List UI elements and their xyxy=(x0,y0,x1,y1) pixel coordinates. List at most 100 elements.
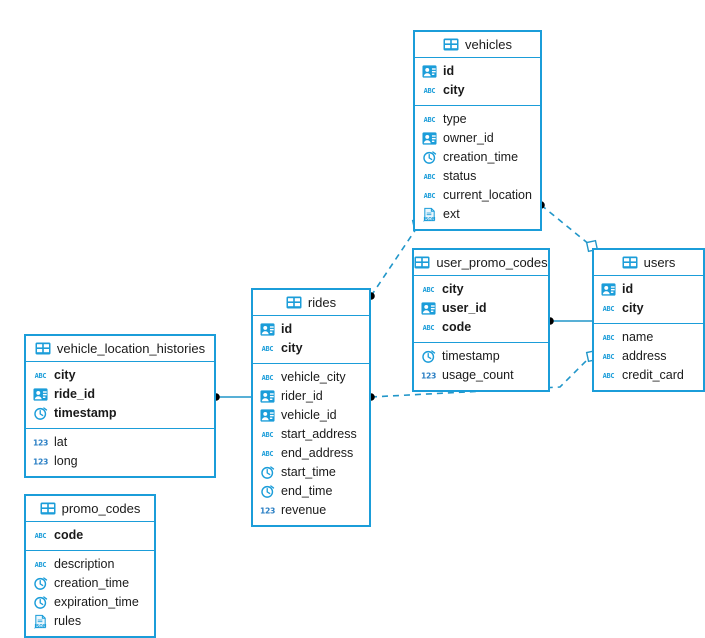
field-row[interactable]: JSON rules xyxy=(26,612,154,631)
table-grid-icon xyxy=(40,502,56,515)
field-row[interactable]: ABC code xyxy=(26,526,154,545)
field-row[interactable]: vehicle_id xyxy=(253,406,369,425)
svg-text:ABC: ABC xyxy=(423,286,435,294)
field-row[interactable]: id xyxy=(594,280,703,299)
entity-title: user_promo_codes xyxy=(436,255,548,270)
entity-header-users[interactable]: users xyxy=(594,250,703,276)
entity-title: promo_codes xyxy=(61,501,141,516)
abc-text-icon: ABC xyxy=(422,188,437,203)
svg-text:ABC: ABC xyxy=(603,353,615,361)
relationship-vehicle_location_histories-rides[interactable] xyxy=(212,393,251,401)
abc-text-icon: ABC xyxy=(422,83,437,98)
abc-text-icon: ABC xyxy=(260,341,275,356)
svg-text:ABC: ABC xyxy=(424,87,436,95)
field-row[interactable]: ABC city xyxy=(415,81,540,100)
abc-text-icon: ABC xyxy=(601,349,616,364)
relationship-line xyxy=(370,225,419,297)
id-card-icon xyxy=(260,322,275,337)
id-card-icon xyxy=(33,387,48,402)
entity-title: rides xyxy=(307,295,337,310)
abc-text-icon: ABC xyxy=(260,427,275,442)
id-card-icon xyxy=(601,282,616,297)
field-name: start_time xyxy=(281,465,336,480)
entity-header-promo_codes[interactable]: promo_codes xyxy=(26,496,154,522)
number-123-icon: 123 xyxy=(421,368,436,383)
field-name: city xyxy=(443,83,465,98)
field-name: name xyxy=(622,330,654,345)
field-name: owner_id xyxy=(443,131,494,146)
abc-text-icon: ABC xyxy=(33,528,48,543)
entity-header-user_promo_codes[interactable]: user_promo_codes xyxy=(414,250,548,276)
field-name: rules xyxy=(54,614,82,629)
svg-text:ABC: ABC xyxy=(603,305,615,313)
entity-header-vehicles[interactable]: vehicles xyxy=(415,32,540,58)
id-card-icon xyxy=(260,408,275,423)
field-row[interactable]: timestamp xyxy=(26,404,214,423)
abc-text-icon: ABC xyxy=(33,557,48,572)
svg-text:ABC: ABC xyxy=(424,173,436,181)
field-name: current_location xyxy=(443,188,532,203)
entity-header-rides[interactable]: rides xyxy=(253,290,369,316)
table-grid-icon xyxy=(443,38,459,51)
field-name: code xyxy=(442,320,472,335)
field-row[interactable]: timestamp xyxy=(414,347,548,366)
field-row[interactable]: owner_id xyxy=(415,129,540,148)
field-row[interactable]: start_time xyxy=(253,463,369,482)
field-name: credit_card xyxy=(622,368,684,383)
field-row[interactable]: ABC current_location xyxy=(415,186,540,205)
svg-text:ABC: ABC xyxy=(35,532,47,540)
field-name: long xyxy=(54,454,78,469)
relationship-user_promo_codes-users[interactable] xyxy=(546,317,592,325)
id-card-icon xyxy=(422,64,437,79)
svg-text:JSON: JSON xyxy=(423,216,436,222)
field-row[interactable]: id xyxy=(253,320,369,339)
svg-text:ABC: ABC xyxy=(262,431,274,439)
field-row[interactable]: 123 usage_count xyxy=(414,366,548,385)
field-row[interactable]: end_time xyxy=(253,482,369,501)
field-name: ride_id xyxy=(54,387,95,402)
field-row[interactable]: ABC city xyxy=(414,280,548,299)
field-name: city xyxy=(442,282,464,297)
field-row[interactable]: user_id xyxy=(414,299,548,318)
field-row[interactable]: id xyxy=(415,62,540,81)
json-file-icon: JSON xyxy=(33,614,48,629)
field-name: code xyxy=(54,528,84,543)
abc-text-icon: ABC xyxy=(260,446,275,461)
field-row[interactable]: ride_id xyxy=(26,385,214,404)
field-row[interactable]: creation_time xyxy=(26,574,154,593)
entity-header-vehicle_location_histories[interactable]: vehicle_location_histories xyxy=(26,336,214,362)
field-row[interactable]: creation_time xyxy=(415,148,540,167)
field-row[interactable]: rider_id xyxy=(253,387,369,406)
id-card-icon xyxy=(260,389,275,404)
field-row[interactable]: expiration_time xyxy=(26,593,154,612)
field-name: usage_count xyxy=(442,368,514,383)
relationship-vehicles-users[interactable] xyxy=(537,201,599,253)
number-123-icon: 123 xyxy=(33,435,48,450)
